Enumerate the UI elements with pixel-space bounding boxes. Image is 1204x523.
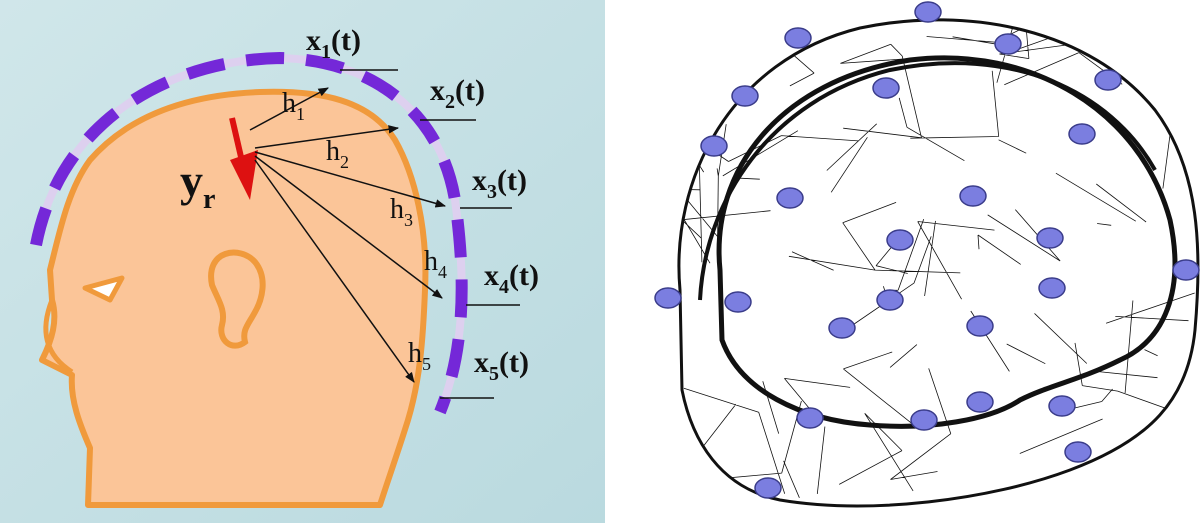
mesh-electrode-2 <box>785 28 811 48</box>
mesh-electrode-4 <box>1095 70 1121 90</box>
mesh-electrode-21 <box>967 392 993 412</box>
mesh-electrode-14 <box>1173 260 1199 280</box>
mesh-electrode-20 <box>797 408 823 428</box>
mesh-electrode-15 <box>725 292 751 312</box>
mesh-electrode-10 <box>960 186 986 206</box>
mesh-electrode-19 <box>967 316 993 336</box>
mesh-electrode-13 <box>655 288 681 308</box>
mesh-electrode-3 <box>995 34 1021 54</box>
mesh-electrode-17 <box>1039 278 1065 298</box>
mesh-electrode-6 <box>873 78 899 98</box>
mesh-electrode-12 <box>1037 228 1063 248</box>
mesh-electrode-18 <box>829 318 855 338</box>
mesh-electrode-22 <box>1049 396 1075 416</box>
mesh-electrode-16 <box>877 290 903 310</box>
mesh-electrode-1 <box>915 2 941 22</box>
mesh-electrode-11 <box>887 230 913 250</box>
mesh-electrode-7 <box>701 136 727 156</box>
mesh-electrode-8 <box>1069 124 1095 144</box>
eeg-head-schematic: yr h1 h2 h3 h4 h5 x1(t) x2(t) x3(t) x4(t… <box>0 0 605 523</box>
mesh-electrode-24 <box>1065 442 1091 462</box>
mesh-electrode-9 <box>777 188 803 208</box>
mesh-electrode-5 <box>732 86 758 106</box>
wireframe-head-mesh <box>610 0 1204 523</box>
head-profile-icon <box>42 92 425 505</box>
mesh-electrode-25 <box>755 478 781 498</box>
mesh-electrode-23 <box>911 410 937 430</box>
